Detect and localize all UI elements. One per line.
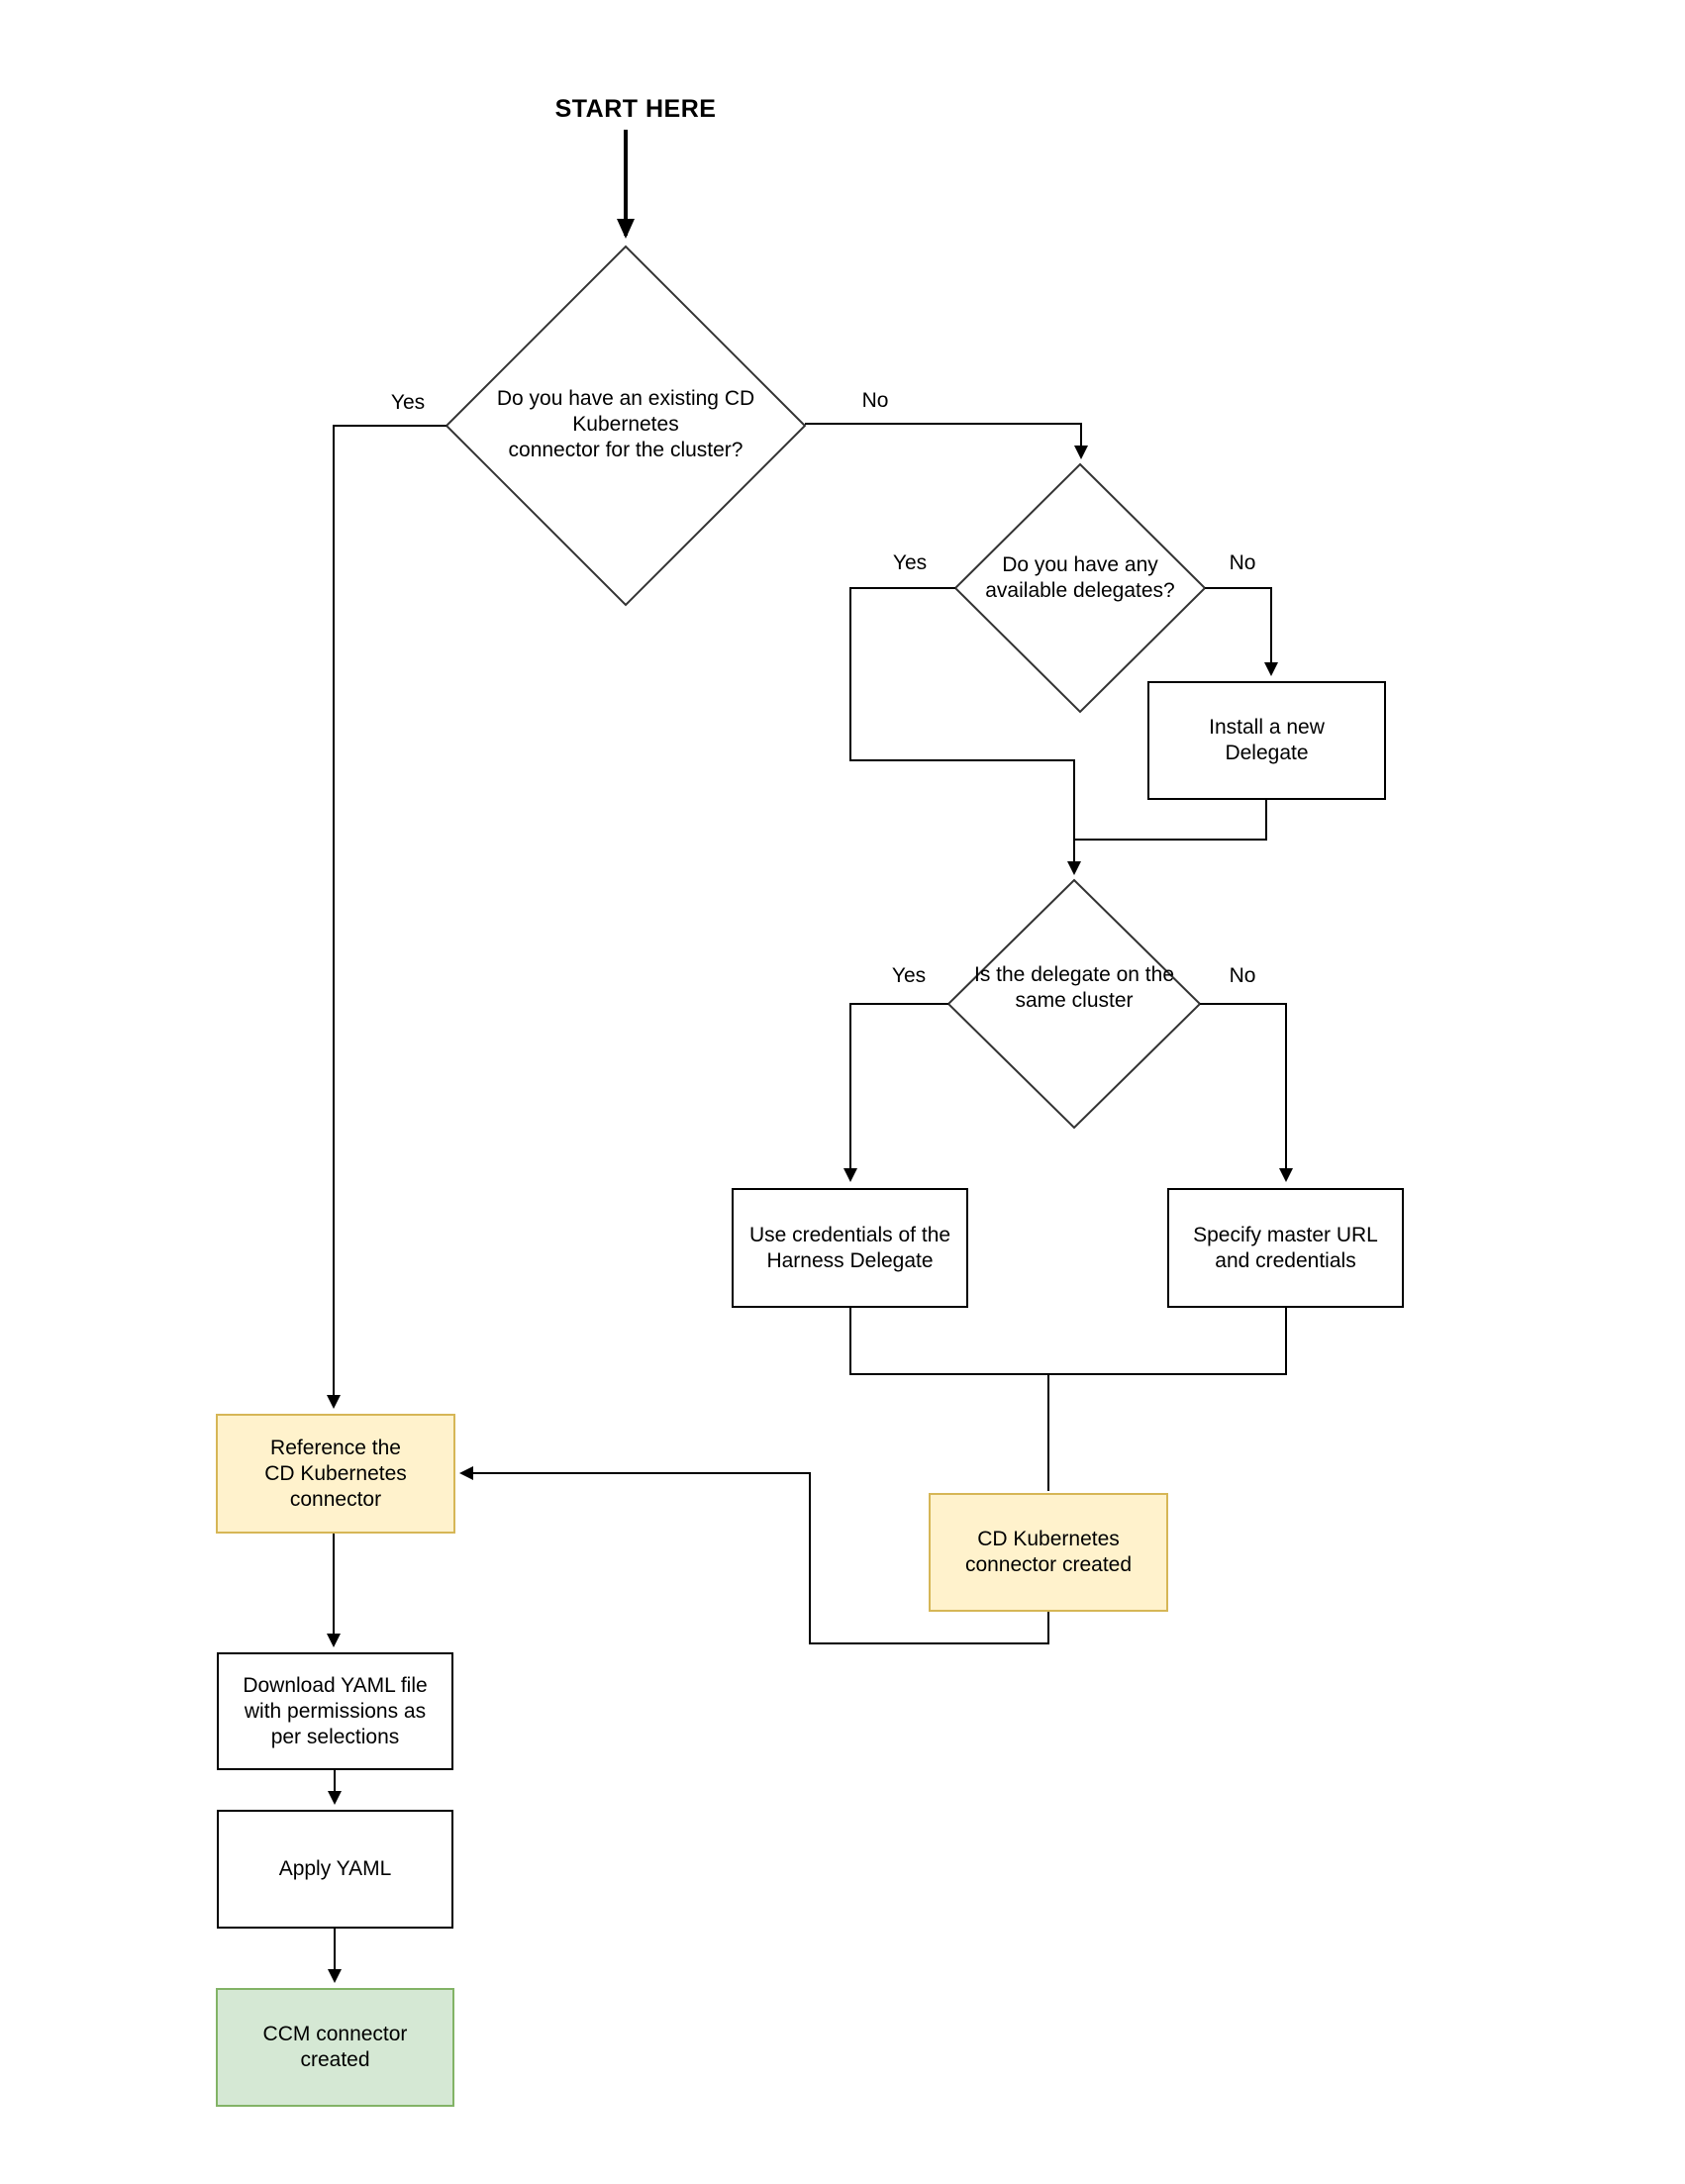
process-text-line: Install a new — [1209, 716, 1325, 739]
edge-yes-delegates — [849, 587, 1081, 875]
decision-existing-connector-shape — [445, 245, 807, 607]
process-cd-connector-created: CD Kubernetes connector created — [929, 1493, 1168, 1612]
process-text-line: CD Kubernetes — [264, 1461, 407, 1485]
decision-text-line: same cluster — [1015, 989, 1134, 1012]
process-download-yaml: Download YAML file with permissions as p… — [217, 1652, 453, 1770]
label-yes-same-cluster: Yes — [891, 964, 927, 987]
edge-yes-existing — [327, 425, 446, 1409]
process-text-line: Apply YAML — [278, 1857, 392, 1880]
decision-same-cluster-shape — [946, 878, 1202, 1130]
edge-no-existing — [805, 423, 1088, 459]
process-text-line: and credentials — [1215, 1248, 1356, 1272]
process-text-line: Reference the — [270, 1436, 401, 1459]
process-text-line: with permissions as — [244, 1699, 427, 1723]
process-text-line: Download YAML file — [243, 1673, 428, 1697]
decision-existing-connector: Do you have an existing CD Kubernetes co… — [455, 386, 796, 463]
edge-yes-same-cluster — [843, 1003, 948, 1182]
label-yes-available-delegates: Yes — [892, 551, 928, 574]
process-use-credentials: Use credentials of the Harness Delegate — [732, 1188, 968, 1308]
edge-merge-to-created — [849, 1308, 1287, 1491]
process-reference-connector: Reference the CD Kubernetes connector — [216, 1414, 455, 1534]
label-no-existing-connector: No — [861, 389, 889, 412]
edge-install-out — [1074, 800, 1267, 841]
label-yes-existing-connector: Yes — [390, 391, 426, 414]
process-text-line: Use credentials of the — [748, 1223, 951, 1246]
edge-no-same-cluster — [1200, 1003, 1293, 1182]
decision-text-line: available delegates? — [985, 579, 1175, 602]
process-install-delegate: Install a new Delegate — [1147, 681, 1386, 800]
process-text-line: connector created — [964, 1553, 1133, 1576]
edge-created-to-reference — [459, 1466, 1049, 1644]
decision-text-line: Do you have any — [1002, 553, 1158, 576]
process-text-line: Specify master URL — [1193, 1223, 1378, 1246]
edge-no-delegates — [1205, 587, 1278, 676]
process-text-line: connector — [289, 1487, 382, 1511]
decision-text-line: Is the delegate on the — [974, 963, 1174, 986]
decision-text-line: connector for the cluster? — [508, 439, 743, 461]
process-text-line: Delegate — [1225, 742, 1309, 764]
start-label: START HERE — [554, 95, 717, 123]
process-apply-yaml: Apply YAML — [217, 1810, 453, 1929]
label-no-available-delegates: No — [1229, 551, 1256, 574]
decision-text-line: Do you have an existing CD — [496, 387, 755, 410]
decision-available-delegates: Do you have any available delegates? — [951, 552, 1209, 604]
decision-text-line: Kubernetes — [572, 413, 679, 436]
process-text-line: created — [300, 2048, 370, 2071]
decision-available-delegates-shape — [953, 462, 1207, 714]
process-text-line: per selections — [270, 1725, 400, 1748]
terminal-ccm-connector-created: CCM connector created — [216, 1988, 454, 2107]
label-no-same-cluster: No — [1229, 964, 1256, 987]
process-text-line: CD Kubernetes — [977, 1528, 1120, 1550]
process-specify-master-url: Specify master URL and credentials — [1167, 1188, 1404, 1308]
process-text-line: Harness Delegate — [766, 1248, 934, 1272]
decision-same-cluster: Is the delegate on the same cluster — [936, 962, 1213, 1014]
process-text-line: CCM connector — [262, 2023, 408, 2045]
